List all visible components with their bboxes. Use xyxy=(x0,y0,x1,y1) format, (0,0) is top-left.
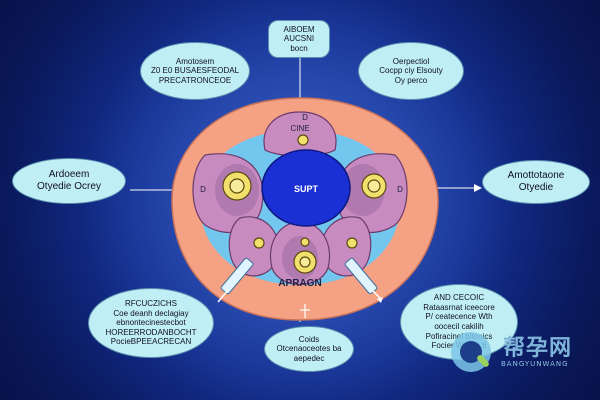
left-marker: D xyxy=(200,185,206,194)
right-marker: D xyxy=(397,185,403,194)
nuclei xyxy=(222,134,387,274)
label-bottom-left: RFCUCZICHS Coe deanh declagiay ebnonteci… xyxy=(88,288,214,358)
instrument-lines xyxy=(217,289,381,303)
label-right-mid: Amottotaone Otyedie xyxy=(482,160,590,204)
central-body xyxy=(261,149,351,227)
top-lobe-label: CINE xyxy=(290,124,309,133)
bottom-right-lobe xyxy=(320,216,372,277)
central-label: SUPT xyxy=(294,184,319,194)
label-left-mid: Ardoeem Otyedie Ocrey xyxy=(12,158,126,204)
label-bottom: Coids Otcenaoceotes ba aepedec xyxy=(264,326,354,372)
watermark-title: 帮孕网 xyxy=(503,336,573,361)
instrument-left xyxy=(220,257,254,295)
top-marker: D xyxy=(302,113,308,122)
watermark-logo-icon xyxy=(451,332,491,372)
bottom-left-nucleus xyxy=(253,237,265,249)
bottom-organ-label: APRAGN xyxy=(278,278,321,289)
bottom-connector xyxy=(300,304,310,318)
label-top: AIBOEM AUCSNI bocn xyxy=(268,20,330,58)
watermark-subtitle: BANGYUNWANG xyxy=(501,360,569,368)
bottom-right-nucleus xyxy=(346,237,358,249)
top-small-nucleus xyxy=(297,134,309,146)
instrument-arrow xyxy=(377,297,383,303)
bottom-small-nucleus xyxy=(300,237,310,247)
label-top-left: Amotosem Z0 E0 BUSAESFEODAL PRECATRONCEO… xyxy=(140,42,250,100)
watermark: 帮孕网 BANGYUNWANG xyxy=(445,328,585,378)
label-top-right: Oerpectiol Cocpp ciy Elsouty Oy perco xyxy=(358,42,464,100)
bottom-left-lobe xyxy=(228,216,280,277)
